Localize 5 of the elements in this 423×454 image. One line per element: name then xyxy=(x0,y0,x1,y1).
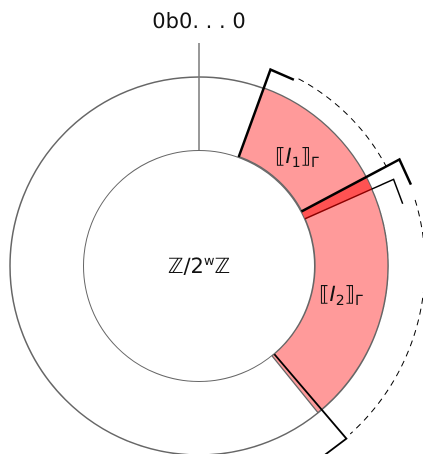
leader-line xyxy=(198,43,200,150)
bit-pattern-label: 0b0. . . 0 xyxy=(152,11,246,32)
ring-label: ℤ/2$^{w}$ℤ xyxy=(168,255,230,277)
interval-label: ⟦I$_{2}$⟧$_{Γ}$ xyxy=(319,284,363,308)
interval-label: ⟦I$_{1}$⟧$_{Γ}$ xyxy=(275,146,319,170)
